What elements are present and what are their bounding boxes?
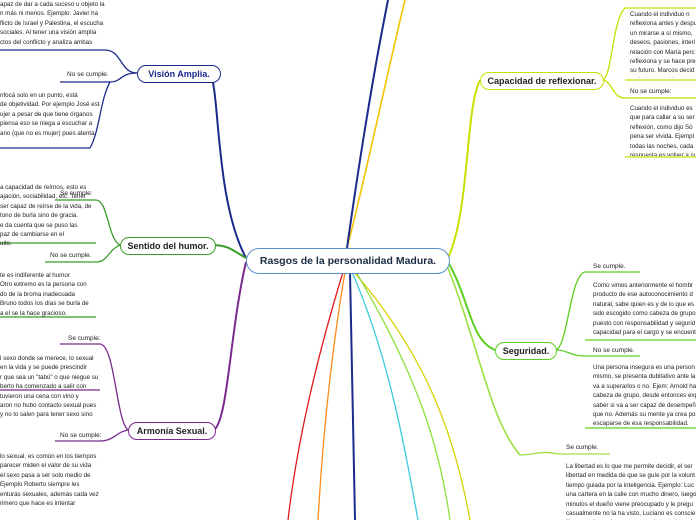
- text-line: pena ser vivida. Ejempl: [630, 133, 694, 141]
- text-line: l sexo donde se merece, lo sexual: [0, 355, 94, 362]
- text-line: que para callar a su ser: [630, 114, 695, 122]
- text-line: tono de burla sino de gracia.: [0, 212, 79, 220]
- text-armonia-cumple[interactable]: l sexo donde se merece, lo sexual en la v…: [0, 354, 104, 420]
- label-no-cumple-vision[interactable]: No se cumple.: [67, 71, 109, 78]
- text-line: flicto de Israel y Palestina, el escucha…: [0, 19, 105, 27]
- text-libertad-cumple[interactable]: La libertad es lo que me permite decidir…: [566, 462, 696, 520]
- text-line: do de la broma inadecuada: [0, 290, 75, 298]
- text-line: nfocá solo en un punto, está: [0, 92, 78, 99]
- text-line: cabeza de grupo, desde entonces exp: [593, 392, 696, 400]
- text-line: r que sea un "tabú" o que niegue su: [0, 373, 99, 381]
- text-line: de objetividad. Por ejemplo José está: [0, 101, 100, 109]
- text-line: sido escogido como cabeza de grupo: [593, 310, 696, 318]
- text-reflexionar-no-cumple[interactable]: Cuando el individuo es que para callar a …: [630, 104, 696, 156]
- text-line: a el se la hace gracioso.: [0, 309, 67, 317]
- text-line: va a superarlos o no. Ejem: Arnold ha: [593, 382, 696, 390]
- text-line: Otro extremo es la persona con: [0, 281, 87, 289]
- text-line: reflexiona antes y despu: [630, 20, 696, 28]
- text-line: mismo, se presenta dubitativo ante la: [593, 373, 696, 381]
- text-line: tiempo guiada por la inteligencia. Ejemp…: [566, 481, 694, 489]
- text-line: parecer miden el valor de su vida: [0, 462, 92, 470]
- text-line: Una persona insegura es una person: [593, 364, 695, 371]
- text-line: uito.: [0, 240, 12, 245]
- text-seguridad-cumple[interactable]: Como vimos anteriormente el hombr product…: [593, 281, 696, 339]
- text-vision-no-cumple[interactable]: nfocá solo en un punto, está de objetivid…: [0, 91, 100, 147]
- text-humor-cumple[interactable]: a capacidad de reírnos, esto es ajación, …: [0, 181, 100, 245]
- label-cumple-libertad[interactable]: Se cumple.: [566, 444, 599, 451]
- text-line: Como vimos anteriormente el hombr: [593, 282, 694, 289]
- text-line: ajación, sociabilidad, etc. Tener: [0, 193, 86, 201]
- text-seguridad-no-cumple[interactable]: Una persona insegura es una person mismo,…: [593, 363, 696, 427]
- text-line: enturas sexuales, además cada vez: [0, 490, 99, 498]
- text-line: natural, sabe quien es y de lo que es c: [593, 300, 696, 308]
- branch-capacidad-de-reflexionar[interactable]: Capacidad de reflexionar.: [480, 72, 604, 90]
- text-line: Bruno todos los días se burla de: [0, 300, 89, 308]
- label-no-cumple-reflexionar[interactable]: No se cumple:: [630, 88, 672, 95]
- text-line: todas las noches, cada: [630, 142, 694, 150]
- label-cumple-humor[interactable]: Se cumple:: [60, 190, 93, 197]
- text-line: no le hace un bien a nad: [630, 76, 696, 78]
- text-line: en la vida y se puede prescindir: [0, 364, 88, 372]
- text-line: deseos, pasiones, interi: [630, 39, 696, 47]
- label-cumple-armonia[interactable]: Se cumple:: [68, 335, 101, 342]
- central-topic[interactable]: Rasgos de la personalidad Madura.: [246, 248, 450, 274]
- text-line: relación con María perc: [630, 48, 695, 56]
- text-line: aron no hubo contacto sexual pues: [0, 402, 97, 410]
- text-line: respuesta es volver a su: [630, 152, 696, 156]
- text-line: un mirarse a sí mismo,: [630, 29, 693, 37]
- text-line: sociales. Al tener una visión amplia: [0, 29, 97, 37]
- text-line: apaz de dar a cada suceso u objeto la: [0, 1, 105, 8]
- text-line: reflexión, como dijo Só: [630, 123, 693, 131]
- text-line: n más ni menos. Ejemplo: Javier ha: [0, 10, 99, 18]
- text-line: Cuando el individuo n: [630, 11, 690, 18]
- branch-sentido-del-humor[interactable]: Sentido del humor.: [120, 237, 216, 255]
- text-line: La libertad es lo que me permite decidir…: [566, 463, 693, 470]
- text-line: tuvieron una cena con vino y: [0, 392, 79, 400]
- text-line: su futuro. Marcos decid: [630, 67, 695, 75]
- text-line: piensa eso se niega a escuchar a: [0, 120, 93, 128]
- text-line: puesto con responsabilidad y segurid: [593, 319, 696, 327]
- text-line: ctos del conflicto y analiza ambas: [0, 38, 93, 46]
- text-line: saber si va a ser capaz de desempeña: [593, 401, 696, 409]
- text-line: ujer a pesar de que tiene órganos: [0, 110, 93, 118]
- branch-seguridad[interactable]: Seguridad.: [495, 342, 557, 360]
- text-line: y no lo salen para tener sexo sino: [0, 411, 93, 419]
- text-line: te es indiferente al humor: [0, 272, 70, 279]
- text-line: capacidad para el cargo y se encuent: [593, 329, 696, 337]
- text-line: e da cuenta que se puso las: [0, 221, 78, 229]
- text-vision-cumple[interactable]: apaz de dar a cada suceso u objeto la n m…: [0, 0, 105, 48]
- text-line: escaparse de esa responsabilidad.: [593, 420, 689, 427]
- text-line: a capacidad de reírnos, esto es: [0, 184, 87, 191]
- text-line: reflexiona y se hace pre: [630, 58, 696, 66]
- text-line: casualmente no la ha visto, Luciano es c…: [566, 510, 696, 518]
- text-line: minutos el dueño viene preocupado y le p…: [566, 500, 693, 508]
- text-line: Cuando el individuo es: [630, 105, 693, 112]
- text-line: el sexo pasa a ser solo medio de: [0, 471, 91, 479]
- label-no-cumple-seguridad[interactable]: No se cumple.: [593, 347, 635, 354]
- text-line: libertad en medida de que se guíe por la…: [566, 472, 695, 480]
- text-line: producto de ese autoconocimiento d: [593, 291, 693, 299]
- label-cumple-seguridad[interactable]: Se cumple.: [593, 263, 626, 270]
- branch-armonia-sexual[interactable]: Armonía Sexual.: [128, 422, 216, 440]
- text-armonia-no-cumple[interactable]: lo sexual, es común en los tiempos parece…: [0, 452, 104, 510]
- text-line: paz de cambiarse en el: [0, 231, 64, 239]
- label-no-cumple-humor[interactable]: No se cumple.: [50, 252, 92, 259]
- label-no-cumple-armonia[interactable]: No se cumple:: [60, 432, 102, 439]
- text-line: ario (que no es mujer) pues atenta: [0, 129, 95, 137]
- text-reflexionar-cumple[interactable]: Cuando el individuo n reflexiona antes y …: [630, 10, 696, 78]
- text-line: ser capaz de reírse de la vida, de: [0, 202, 92, 210]
- text-line: lo sexual, es común en los tiempos: [0, 453, 97, 460]
- text-line: rimero que hace es intentar: [0, 500, 76, 508]
- text-line: que no. Además su mente ya crea pos: [593, 411, 696, 419]
- branch-vision-amplia[interactable]: Visión Amplia.: [137, 65, 221, 83]
- text-line: berto ha comenzado a salir con: [0, 383, 87, 391]
- text-line: una cartera en la calle con mucho dinero…: [566, 491, 696, 499]
- text-line: Ejemplo Roberto siempre les: [0, 481, 80, 489]
